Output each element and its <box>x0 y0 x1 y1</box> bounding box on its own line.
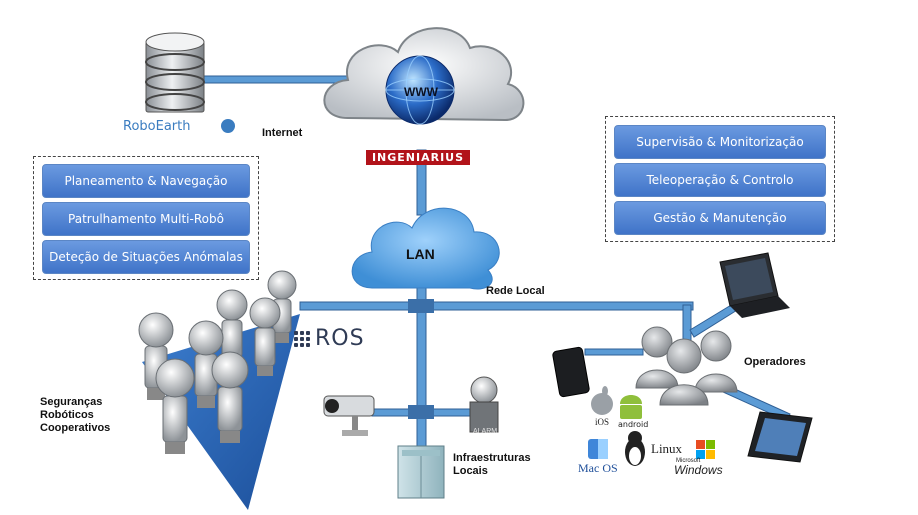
alarm-label: ALARM <box>473 428 498 435</box>
roboearth-logo: RoboEarth <box>123 119 191 134</box>
robot <box>155 358 195 454</box>
lan-cloud <box>351 207 500 290</box>
windows-label: Windows <box>674 463 723 477</box>
www-label: WWW <box>404 85 438 99</box>
windows-flag-icon <box>696 440 715 459</box>
finder-logo-icon <box>588 439 608 459</box>
link-backbone-infra <box>416 307 427 447</box>
link-roboearth-internet <box>197 75 355 84</box>
tux-penguin-icon <box>625 431 645 466</box>
robot <box>249 297 281 376</box>
capability-maintenance: Gestão & Manutenção <box>614 201 826 235</box>
ingeniarius-logo: INGENIARIUS <box>366 150 470 165</box>
capability-teleoperation: Teleoperação & Controlo <box>614 163 826 197</box>
operadores-label: Operadores <box>744 356 806 368</box>
capability-anomaly-detection: Deteção de Situações Anómalas <box>42 240 250 274</box>
alarm-icon <box>469 376 499 433</box>
junction-blocks <box>408 299 434 419</box>
robot-capabilities-group: Planeamento & Navegação Patrulhamento Mu… <box>33 156 259 280</box>
tablet-icon <box>747 411 813 463</box>
capability-supervision: Supervisão & Monitorização <box>614 125 826 159</box>
link-operators-phone <box>584 348 644 356</box>
android-logo-icon <box>620 395 642 419</box>
linux-label: Linux <box>651 441 683 456</box>
segurancas-label: Seguranças Robóticos Cooperativos <box>40 396 111 434</box>
robot <box>211 351 249 443</box>
microsoft-label: Microsoft <box>676 458 701 464</box>
ros-dots-icon <box>294 330 310 347</box>
database-icon <box>145 32 235 133</box>
apple-logo-icon <box>591 386 613 415</box>
capability-planning: Planeamento & Navegação <box>42 164 250 198</box>
phone-icon <box>552 346 590 398</box>
internet-cloud <box>323 27 525 125</box>
ios-label: iOS <box>595 417 610 427</box>
capability-patrol: Patrulhamento Multi-Robô <box>42 202 250 236</box>
rede-local-label: Rede Local <box>486 285 545 297</box>
robot-icon <box>138 270 297 454</box>
ros-label: ROS <box>315 326 365 351</box>
operator-capabilities-group: Supervisão & Monitorização Teleoperação … <box>605 116 835 242</box>
internet-label: Internet <box>262 127 303 139</box>
ros-logo: ROS <box>294 326 365 351</box>
macos-label: Mac OS <box>578 461 618 475</box>
elevator-icon <box>397 445 445 499</box>
lan-label: LAN <box>406 246 435 262</box>
infraestruturas-label: Infraestruturas Locais <box>453 452 531 477</box>
operators-icon <box>635 326 738 406</box>
link-backbone <box>299 301 694 311</box>
security-camera-icon <box>323 395 375 436</box>
android-label: android <box>618 420 649 429</box>
laptop-icon <box>719 252 790 318</box>
